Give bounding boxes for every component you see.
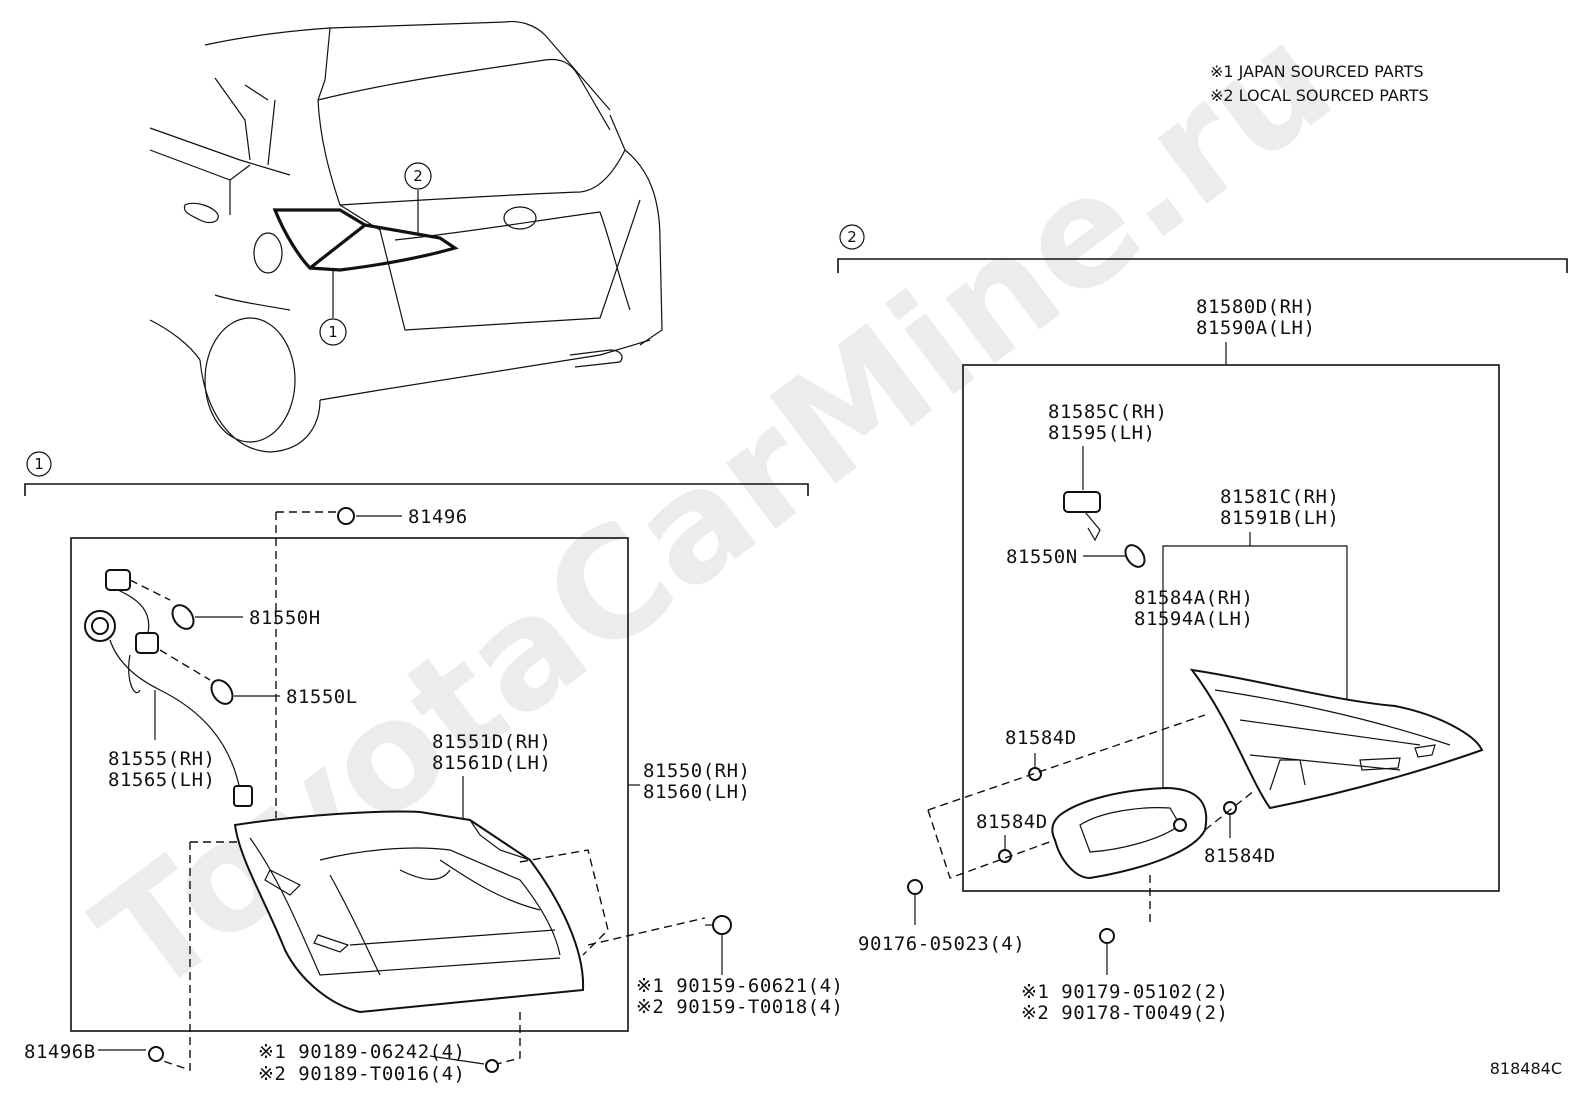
label-81550L: 81550L [286, 686, 358, 708]
label-90159-60621: ※1 90159-60621(4) [636, 975, 843, 997]
label-81591B-lh: 81591B(LH) [1220, 507, 1339, 529]
label-81594A-lh: 81594A(LH) [1134, 608, 1253, 630]
label-81595-lh: 81595(LH) [1048, 422, 1155, 444]
car-rear-illustration: 1 2 [149, 20, 663, 453]
label-81590A-lh: 81590A(LH) [1196, 317, 1315, 339]
callout-1: 1 [328, 323, 338, 341]
label-81584D-c: 81584D [1204, 845, 1276, 867]
label-81550H: 81550H [249, 607, 321, 629]
label-81584A-rh: 81584A(RH) [1134, 587, 1253, 609]
label-81565-lh: 81565(LH) [108, 769, 215, 791]
label-81584D-b: 81584D [976, 811, 1048, 833]
label-81550N: 81550N [1006, 546, 1078, 568]
label-81560-lh: 81560(LH) [643, 781, 750, 803]
label-90189-T0016: ※2 90189-T0016(4) [258, 1063, 465, 1085]
label-90176-05023: 90176-05023(4) [858, 933, 1025, 955]
label-81555-rh: 81555(RH) [108, 748, 215, 770]
label-81585C-rh: 81585C(RH) [1048, 401, 1167, 423]
group-1-rear-combination-lamp: 1 81496 81550H 81550L 81555(RH) 81565(LH… [24, 451, 843, 1085]
label-90178-T0049: ※2 90178-T0049(2) [1021, 1002, 1228, 1024]
label-90179-05102: ※1 90179-05102(2) [1021, 981, 1228, 1003]
label-81580D-rh: 81580D(RH) [1196, 296, 1315, 318]
group-2-callout: 2 [847, 228, 857, 246]
label-81551D-rh: 81551D(RH) [432, 731, 551, 753]
group-2-inner-lamp: 2 81580D(RH) 81590A(LH) 81585C(RH) 81595… [837, 224, 1568, 1024]
note-local-sourced: ※2 LOCAL SOURCED PARTS [1210, 86, 1429, 105]
note-japan-sourced: ※1 JAPAN SOURCED PARTS [1210, 62, 1424, 81]
label-90159-T0018: ※2 90159-T0018(4) [636, 996, 843, 1018]
group-1-callout: 1 [34, 455, 44, 473]
label-81581C-rh: 81581C(RH) [1220, 486, 1339, 508]
label-81584D-a: 81584D [1005, 727, 1077, 749]
label-81496: 81496 [408, 506, 468, 528]
label-81496B: 81496B [24, 1041, 96, 1063]
label-90189-06242: ※1 90189-06242(4) [258, 1041, 465, 1063]
diagram-id: 818484C [1490, 1059, 1562, 1078]
callout-2: 2 [413, 167, 423, 185]
label-81561D-lh: 81561D(LH) [432, 752, 551, 774]
label-81550-rh: 81550(RH) [643, 760, 750, 782]
